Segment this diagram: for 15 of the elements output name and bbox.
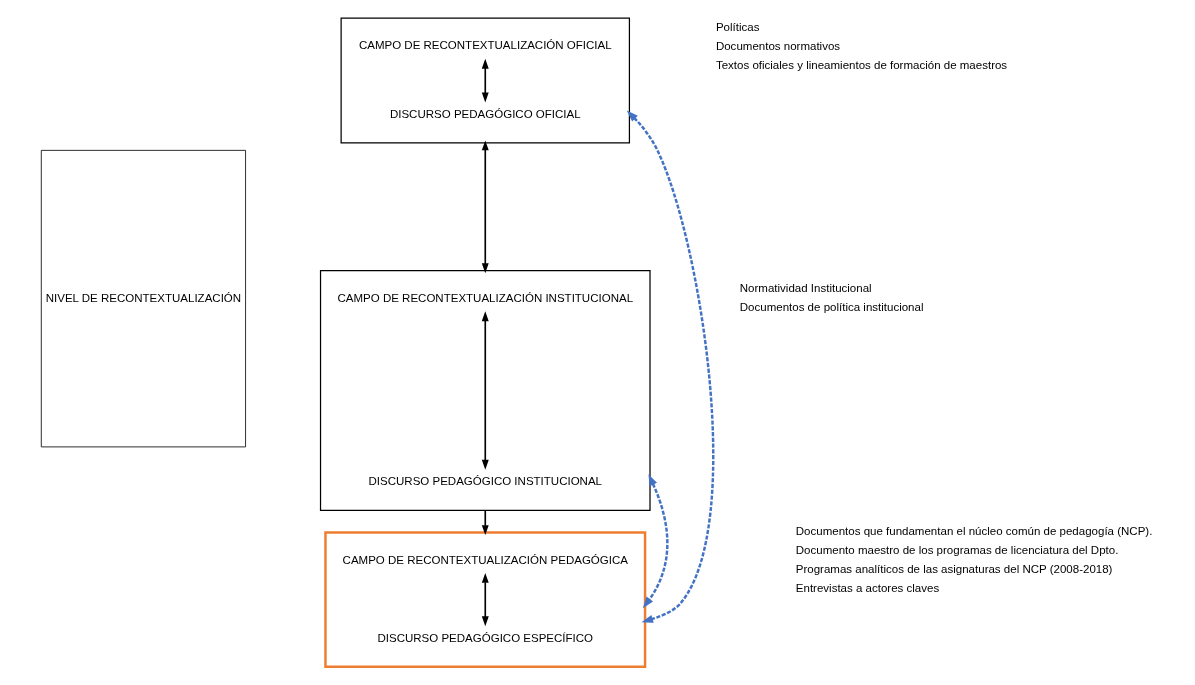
label: Documento maestro de los programas de licenciatura del Dpto. bbox=[795, 544, 1119, 557]
label: Entrevistas a actores claves bbox=[795, 582, 940, 595]
node-text: DISCURSO PEDAGÓGICO INSTITUCIONAL bbox=[368, 475, 603, 488]
label: Documentos normativos bbox=[715, 39, 841, 52]
label: Normatividad Institucional bbox=[739, 282, 872, 295]
node-text: DISCURSO PEDAGÓGICO ESPECÍFICO bbox=[377, 631, 594, 644]
label: Documentos de política institucional bbox=[739, 301, 924, 314]
node-text: CAMPO DE RECONTEXTUALIZACIÓN INSTITUCIONAL bbox=[337, 291, 634, 304]
node-text: CAMPO DE RECONTEXTUALIZACIÓN PEDAGÓGICA bbox=[342, 553, 628, 566]
label: Programas analíticos de las asignaturas del NCP (2008-2018) bbox=[795, 563, 1113, 576]
node-text: CAMPO DE RECONTEXTUALIZACIÓN OFICIAL bbox=[358, 39, 612, 52]
label: Textos oficiales y lineamientos de formación de maestros bbox=[715, 58, 1008, 71]
label: Documentos que fundamentan el núcleo común de pedagogía (NCP). bbox=[795, 525, 1153, 538]
node-text: DISCURSO PEDAGÓGICO OFICIAL bbox=[389, 108, 581, 120]
label: Políticas bbox=[715, 20, 760, 33]
